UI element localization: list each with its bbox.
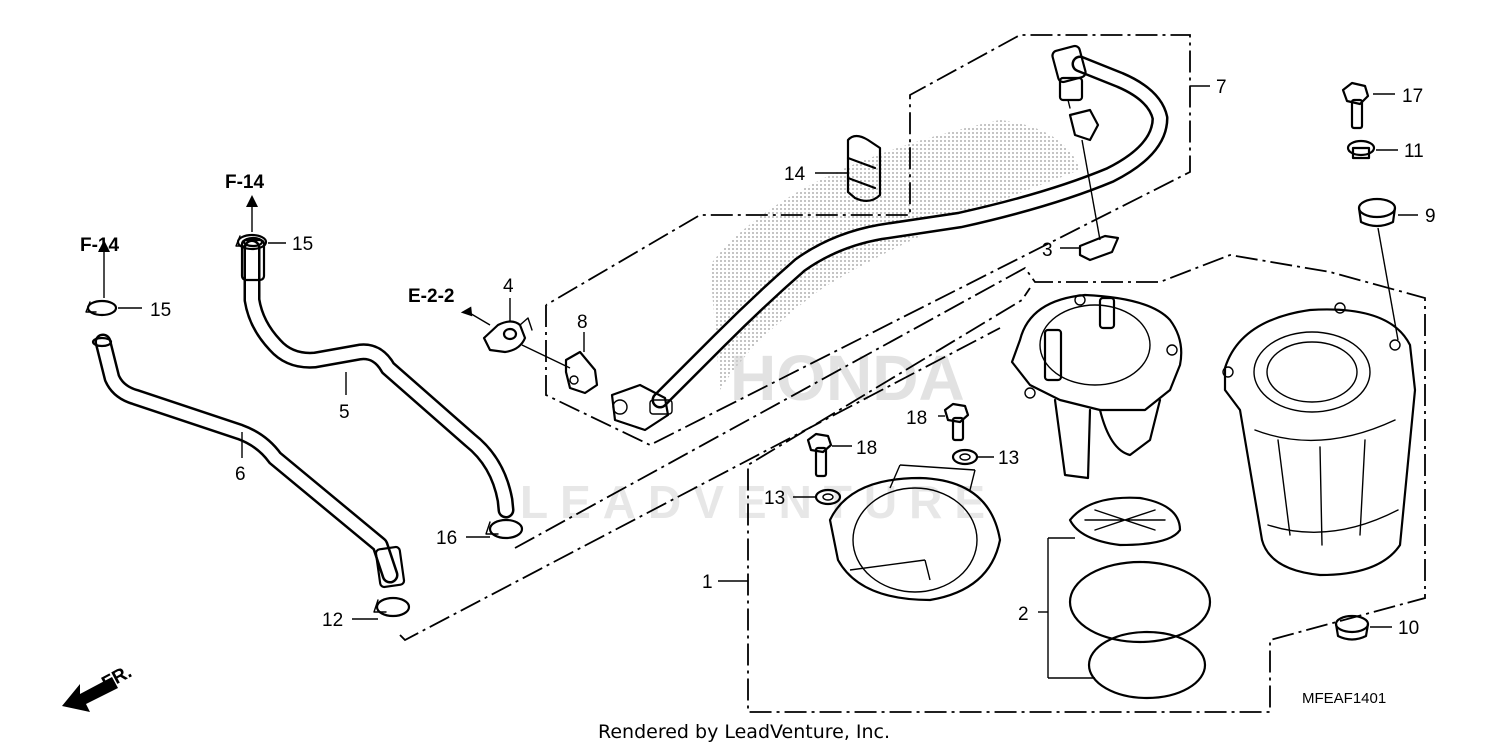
fuel-filter-canister: [1222, 302, 1417, 577]
washer-11: [1346, 139, 1398, 160]
washer-13-left: [793, 488, 842, 506]
ref-f14-right[interactable]: F-14: [225, 172, 265, 193]
watermark-vendor: LEADVENTURE: [520, 476, 997, 528]
callout-14: 14: [784, 164, 806, 185]
pump-group-1-outline: [514, 254, 1426, 713]
callout-16: 16: [436, 528, 457, 549]
clamp-15-left: [85, 240, 142, 317]
ref-f14-left[interactable]: F-14: [80, 235, 120, 256]
callout-15-left: 15: [150, 300, 171, 321]
hose-5: [240, 236, 515, 519]
fuel-pump-unit: [1010, 293, 1183, 480]
callout-8: 8: [577, 312, 588, 333]
hose-6-leader-outline: [399, 327, 1001, 642]
gasket-1: [828, 464, 1002, 602]
bracket-3: [1060, 234, 1120, 262]
callout-11: 11: [1404, 141, 1424, 162]
grommet-9: [1357, 197, 1418, 341]
hose-group-7-outline: [545, 34, 1191, 447]
watermark-brand: HONDA: [730, 342, 965, 414]
callout-3: 3: [1042, 240, 1053, 261]
connector-8: [564, 332, 599, 395]
bolt-18-left: [806, 432, 852, 478]
arrow-icon: [62, 677, 118, 712]
callout-18-right: 18: [906, 408, 927, 429]
group-outlines: [399, 34, 1426, 713]
bolt-18-right: [938, 402, 970, 442]
honda-wing-watermark: [710, 120, 1080, 390]
callout-2: 2: [1018, 604, 1029, 625]
callout-12: 12: [322, 610, 343, 631]
callout-6: 6: [235, 464, 246, 485]
callout-13-right: 13: [998, 448, 1019, 469]
hose-7: [610, 44, 1169, 432]
callout-9: 9: [1425, 206, 1436, 227]
clamp-12: [352, 596, 411, 620]
callout-13-left: 13: [764, 488, 785, 509]
callout-17: 17: [1402, 86, 1423, 107]
clip-14: [815, 134, 882, 202]
callout-18-left: 18: [856, 438, 877, 459]
callout-10: 10: [1398, 618, 1419, 639]
bolt-17: [1341, 81, 1395, 130]
clamp-16: [466, 518, 524, 540]
washer-13-right: [951, 448, 994, 466]
callout-5: 5: [339, 402, 350, 423]
front-direction-arrow: FR.: [62, 662, 135, 712]
callout-1: 1: [702, 572, 713, 593]
watermark: HONDA LEADVENTURE: [520, 120, 1080, 528]
reference-labels: F-14 F-14 E-2-2: [80, 172, 454, 307]
callout-15-right: 15: [292, 234, 313, 255]
callout-7: 7: [1216, 77, 1227, 98]
clamp-4: [460, 298, 571, 369]
clamp-15-right: [235, 195, 286, 251]
grommet-10: [1334, 614, 1392, 641]
callout-labels: 1 2 3 4 5 6 7 8 9 10 11 12 13 13 14 15 1…: [150, 77, 1436, 639]
diagram-code: MFEAF1401: [1302, 690, 1386, 707]
credit-text: Rendered by LeadVenture, Inc.: [598, 721, 890, 743]
hose-6: [91, 333, 406, 589]
strainer-2: [1038, 496, 1212, 700]
ref-e22[interactable]: E-2-2: [408, 286, 454, 307]
callout-4: 4: [503, 276, 514, 297]
